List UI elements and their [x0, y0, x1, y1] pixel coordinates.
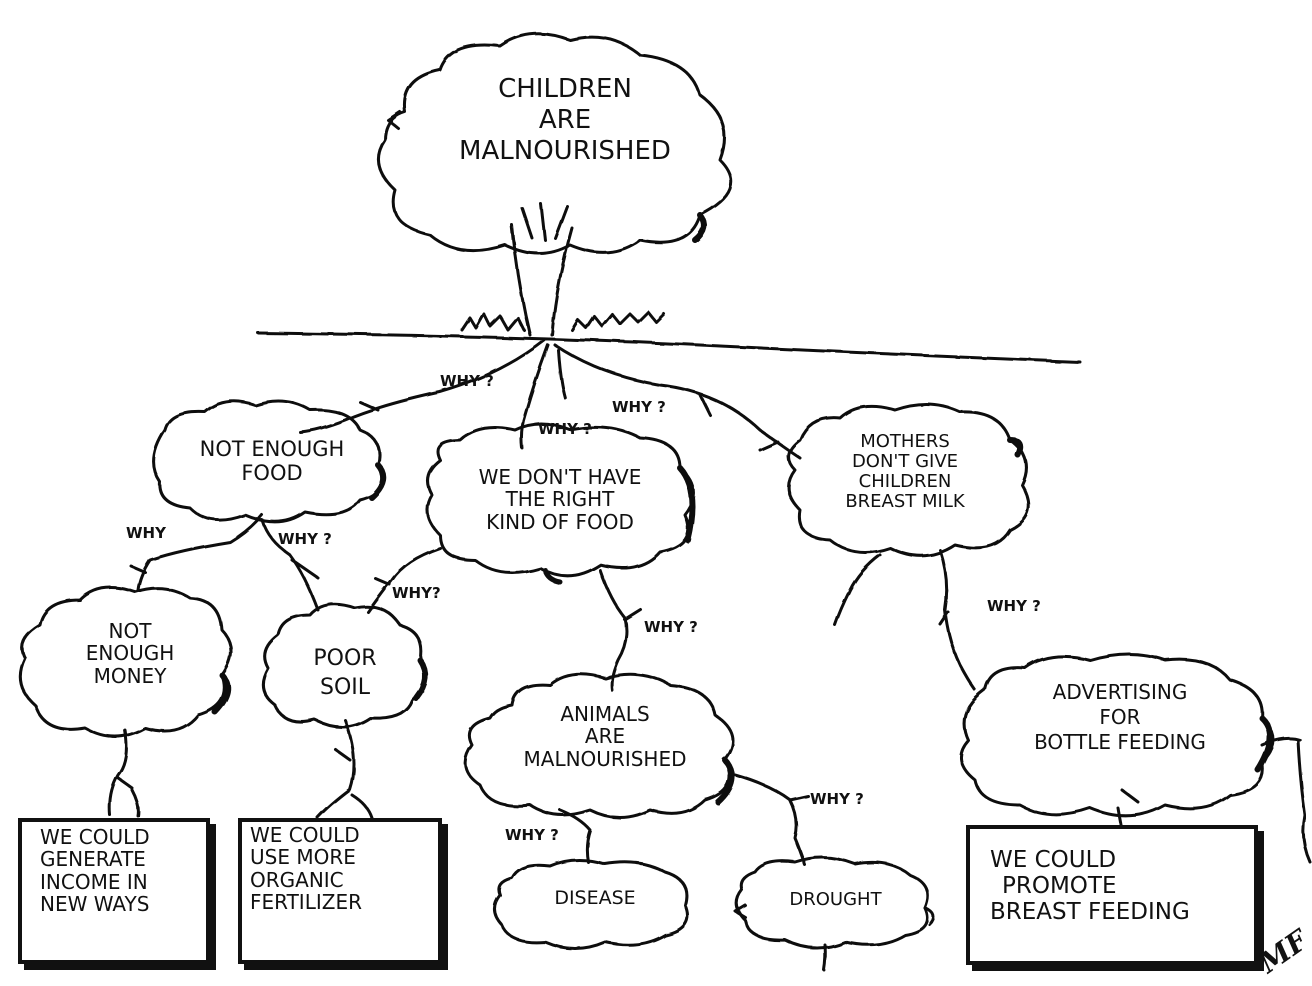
cloud-poor-soil — [261, 602, 428, 729]
fertilizer-line-4: FERTILIZER — [250, 890, 362, 915]
tree-trunk — [510, 202, 574, 337]
grass-right — [570, 310, 666, 332]
cloud-advertising — [959, 652, 1275, 818]
breast-milk-line-1: MOTHERS — [860, 431, 950, 452]
solution-box-breastfeeding — [966, 825, 1258, 965]
why-label-6: WHY? — [392, 584, 441, 602]
breastfeeding-line-1: WE COULD — [990, 847, 1117, 873]
cloud-animals — [463, 672, 735, 819]
not-enough-money-line-2: ENOUGH — [85, 641, 175, 666]
animals-line-3: MALNOURISHED — [523, 746, 687, 771]
wrong-food-line-1: WE DON'T HAVE — [478, 465, 642, 489]
cause-advertising: ADVERTISING FOR BOTTLE FEEDING — [985, 680, 1255, 755]
advertising-line-1: ADVERTISING — [1052, 680, 1188, 704]
canopy-cloud-root — [376, 32, 733, 255]
solution-box-income — [18, 818, 210, 964]
solution-income-text: WE COULD GENERATE INCOME IN NEW WAYS — [40, 826, 200, 916]
cause-not-enough-money: NOT ENOUGH MONEY — [40, 619, 220, 688]
breast-milk-line-4: BREAST MILK — [845, 491, 965, 513]
income-line-1: WE COULD — [40, 825, 150, 849]
animals-line-2: ARE — [584, 724, 626, 749]
not-enough-food-line-1: NOT ENOUGH — [199, 437, 345, 461]
grass-left — [460, 312, 526, 332]
solution-fertilizer-text: WE COULD USE MORE ORGANIC FERTILIZER — [250, 824, 430, 914]
poor-soil-line-2: SOIL — [319, 674, 371, 700]
cloud-not-enough-money — [18, 586, 233, 738]
poor-soil-line-1: POOR — [313, 646, 377, 671]
root-to-breast-milk — [553, 343, 802, 460]
cause-not-enough-food: NOT ENOUGH FOOD — [172, 437, 372, 485]
why-label-9: WHY ? — [810, 790, 864, 808]
root-problem-label: CHILDREN ARE MALNOURISHED — [430, 74, 700, 168]
animals-line-1: ANIMALS — [560, 702, 650, 726]
fertilizer-line-3: ORGANIC — [250, 867, 344, 892]
ground-line — [256, 331, 1082, 364]
not-enough-food-line-2: FOOD — [241, 460, 303, 485]
cloud-wrong-food — [426, 422, 696, 578]
root-line-1: CHILDREN — [498, 74, 632, 104]
why-label-4: WHY — [126, 524, 166, 542]
why-label-7: WHY ? — [644, 618, 698, 636]
breast-milk-line-2: DON'T GIVE — [851, 451, 959, 473]
cause-poor-soil: POOR SOIL — [280, 645, 410, 702]
cause-disease: DISEASE — [554, 887, 636, 909]
advertising-line-2: FOR — [1099, 705, 1141, 729]
why-label-3: WHY ? — [538, 420, 592, 438]
cloud-disease — [493, 858, 689, 950]
advertising-line-3: BOTTLE FEEDING — [1034, 730, 1206, 754]
why-label-8: WHY ? — [987, 597, 1041, 615]
cause-breast-milk: MOTHERS DON'T GIVE CHILDREN BREAST MILK — [800, 431, 1010, 513]
breast-milk-line-3: CHILDREN — [858, 471, 952, 493]
income-line-4: NEW WAYS — [40, 892, 150, 917]
cloud-breast-milk — [787, 402, 1031, 558]
root-to-not-enough-food — [298, 338, 547, 434]
wrong-food-line-3: KIND OF FOOD — [486, 509, 634, 534]
cause-animals: ANIMALS ARE MALNOURISHED — [485, 702, 725, 771]
income-line-3: INCOME IN — [40, 869, 148, 894]
breastfeeding-line-3: BREAST FEEDING — [990, 898, 1190, 925]
root-to-wrong-food — [519, 343, 567, 450]
solution-breastfeeding-text: WE COULD PROMOTE BREAST FEEDING — [990, 847, 1240, 925]
why-label-1: WHY ? — [440, 372, 494, 390]
fertilizer-line-2: USE MORE — [250, 845, 356, 870]
why-label-5: WHY ? — [278, 530, 332, 548]
breastfeeding-line-2: PROMOTE — [1002, 872, 1117, 899]
wrong-food-line-2: THE RIGHT — [505, 487, 615, 512]
not-enough-money-line-1: NOT — [108, 619, 152, 643]
why-label-10: WHY ? — [505, 826, 559, 844]
why-label-2: WHY ? — [612, 398, 666, 416]
solution-box-fertilizer — [238, 818, 442, 964]
cause-wrong-food: WE DON'T HAVE THE RIGHT KIND OF FOOD — [440, 465, 680, 534]
root-line-3: MALNOURISHED — [459, 136, 671, 167]
root-line-2: ARE — [538, 105, 592, 136]
not-enough-money-line-3: MONEY — [93, 663, 167, 688]
canopy-shadow-root — [692, 212, 707, 243]
fertilizer-line-1: WE COULD — [250, 823, 360, 847]
cause-drought: DROUGHT — [789, 889, 882, 910]
income-line-2: GENERATE — [40, 847, 146, 872]
